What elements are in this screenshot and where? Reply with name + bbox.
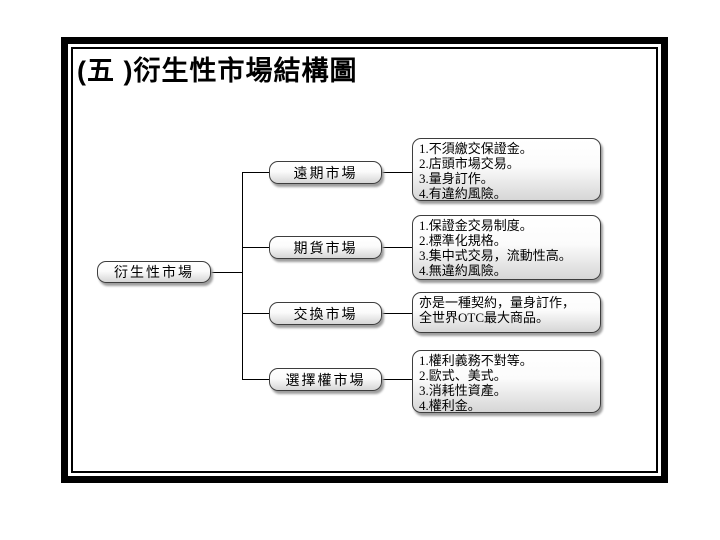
node-swap-market: 交換市場 — [269, 302, 382, 325]
detail-line: 全世界OTC最大商品。 — [419, 310, 550, 325]
detail-line: 3.量身訂作。 — [419, 171, 494, 186]
connector-branch-2-to-detail — [382, 247, 412, 248]
connector-branch-4-to-detail — [382, 379, 412, 380]
detail-line: 2.標準化規格。 — [419, 233, 507, 248]
node-derivative-market: 衍生性市場 — [97, 261, 211, 283]
connector-root-to-trunk — [211, 272, 243, 273]
detail-box-options-market: 1.權利義務不對等。 2.歐式、美式。 3.消耗性資產。 4.權利金。 — [412, 350, 601, 413]
node-forward-market: 遠期市場 — [269, 161, 382, 184]
detail-line: 1.保證金交易制度。 — [419, 218, 533, 233]
node-options-market: 選擇權市場 — [269, 368, 382, 391]
detail-line: 2.店頭市場交易。 — [419, 156, 520, 171]
detail-box-forward-market: 1.不須繳交保證金。 2.店頭市場交易。 3.量身訂作。 4.有違約風險。 — [412, 138, 601, 201]
connector-trunk-to-branch-3 — [242, 313, 270, 314]
connector-branch-1-to-detail — [382, 172, 412, 173]
detail-line: 4.權利金。 — [419, 398, 481, 413]
node-futures-market: 期貨市場 — [269, 236, 382, 259]
detail-line: 2.歐式、美式。 — [419, 368, 507, 383]
connector-trunk-to-branch-4 — [242, 379, 270, 380]
detail-line: 4.無違約風險。 — [419, 263, 507, 278]
detail-line: 亦是一種契約，量身訂作， — [419, 295, 576, 310]
detail-box-swap-market: 亦是一種契約，量身訂作， 全世界OTC最大商品。 — [412, 292, 601, 333]
connector-trunk-vertical — [242, 172, 243, 380]
detail-line: 3.消耗性資產。 — [419, 383, 507, 398]
slide-title: (五 )衍生性市場結構圖 — [77, 56, 358, 86]
detail-line: 3.集中式交易，流動性高。 — [419, 248, 572, 263]
connector-branch-3-to-detail — [382, 313, 412, 314]
detail-box-futures-market: 1.保證金交易制度。 2.標準化規格。 3.集中式交易，流動性高。 4.無違約風… — [412, 215, 601, 280]
detail-line: 1.權利義務不對等。 — [419, 353, 533, 368]
connector-trunk-to-branch-2 — [242, 247, 270, 248]
detail-line: 4.有違約風險。 — [419, 186, 507, 201]
connector-trunk-to-branch-1 — [242, 172, 270, 173]
detail-line: 1.不須繳交保證金。 — [419, 141, 533, 156]
